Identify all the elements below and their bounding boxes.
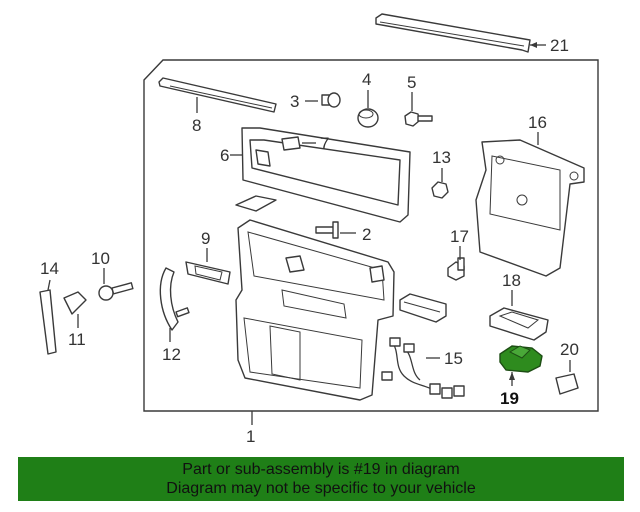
part-5-screw <box>404 92 433 127</box>
callout-7: 7 <box>320 134 329 153</box>
part-16-inner-panel <box>475 132 585 277</box>
callout-20: 20 <box>560 340 579 359</box>
callout-14: 14 <box>40 259 59 278</box>
callout-4: 4 <box>362 70 371 89</box>
part-11-bracket <box>63 291 87 328</box>
part-3-clip <box>305 92 341 108</box>
window-switch-module <box>399 293 447 323</box>
small-plate <box>235 195 277 212</box>
callout-12: 12 <box>162 345 181 364</box>
callout-13: 13 <box>432 148 451 167</box>
callout-18: 18 <box>502 271 521 290</box>
part-6-armrest-insert <box>230 127 411 223</box>
part-15-wiring-harness <box>381 337 465 399</box>
part-7-clip <box>281 136 316 151</box>
parts-diagram: 1 2 3 4 5 6 7 8 9 10 11 12 13 14 15 16 1… <box>39 13 599 446</box>
callout-labels: 1 2 3 4 5 6 7 8 9 10 11 12 13 14 15 16 1… <box>40 36 579 446</box>
callout-9: 9 <box>201 229 210 248</box>
part-13-nut <box>431 168 449 199</box>
callout-11: 11 <box>68 330 86 349</box>
callout-5: 5 <box>407 73 416 92</box>
callout-21: 21 <box>550 36 569 55</box>
part-18-switch <box>489 290 549 341</box>
part-19-switch-highlighted <box>499 345 543 386</box>
callout-10: 10 <box>91 249 110 268</box>
part-9-handle-bezel <box>185 248 231 285</box>
part-10-screw <box>98 268 134 301</box>
part-4-cap <box>357 90 379 128</box>
callout-3: 3 <box>290 92 299 111</box>
callout-15: 15 <box>444 349 463 368</box>
callout-6: 6 <box>220 146 229 165</box>
callout-16: 16 <box>528 113 547 132</box>
part-20-clip <box>555 360 579 395</box>
banner-line-1: Part or sub-assembly is #19 in diagram <box>182 461 460 478</box>
part-17-screw <box>447 246 465 281</box>
callout-8: 8 <box>192 116 201 135</box>
callout-1: 1 <box>246 427 255 446</box>
part-8-weatherstrip <box>158 77 277 113</box>
part-2-screw <box>315 221 356 239</box>
assembly-frame <box>143 59 599 412</box>
part-12-pull-handle <box>159 267 190 342</box>
callout-2: 2 <box>362 225 371 244</box>
part-21-molding <box>375 13 546 53</box>
callout-17: 17 <box>450 227 469 246</box>
callout-19: 19 <box>500 389 519 408</box>
banner-line-2: Diagram may not be specific to your vehi… <box>166 480 476 497</box>
part-1-door-trim-panel <box>235 219 395 425</box>
info-banner: Part or sub-assembly is #19 in diagram D… <box>18 457 624 501</box>
part-14-strip <box>39 279 57 355</box>
